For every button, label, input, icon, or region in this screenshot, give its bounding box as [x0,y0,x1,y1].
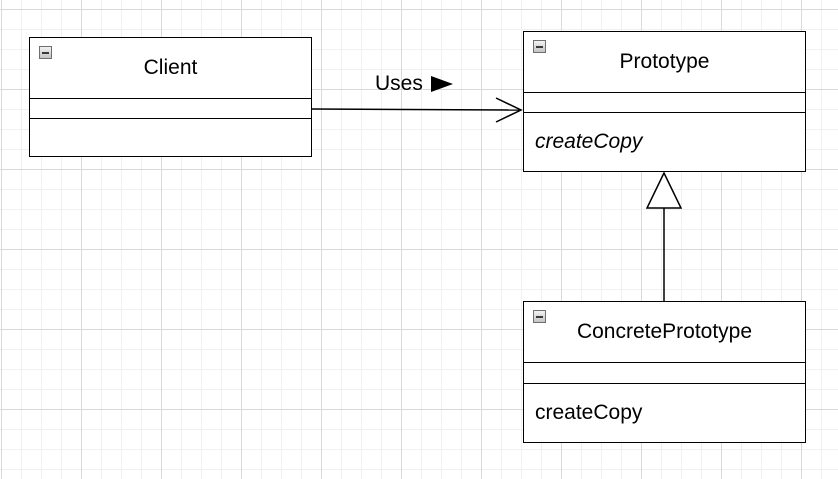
concrete-prototype-class[interactable]: ConcretePrototype createCopy [523,301,806,443]
collapse-minus-icon[interactable] [533,310,546,323]
open-arrowhead-icon [495,97,523,123]
concrete-prototype-class-header: ConcretePrototype [524,302,805,363]
generalization-connector[interactable] [645,171,683,301]
concrete-prototype-operations-compartment[interactable]: createCopy [524,384,805,441]
client-class[interactable]: Client [29,37,312,157]
prototype-class-name: Prototype [619,50,710,73]
concrete-prototype-operation-create-copy: createCopy [535,400,643,424]
collapse-minus-icon[interactable] [39,46,52,59]
client-class-header: Client [30,38,311,99]
uses-association-connector[interactable] [311,97,523,123]
prototype-operation-create-copy: createCopy [535,129,643,153]
client-class-name: Client [143,56,198,79]
prototype-class[interactable]: Prototype createCopy [523,31,806,172]
direction-triangle-icon [430,76,453,92]
client-attributes-compartment[interactable] [30,99,311,119]
collapse-minus-icon[interactable] [533,40,546,53]
hollow-triangle-icon [645,171,683,209]
concrete-prototype-attributes-compartment[interactable] [524,363,805,384]
concrete-prototype-class-name: ConcretePrototype [576,320,753,343]
uses-association-label[interactable]: Uses [375,72,453,96]
client-operations-compartment[interactable] [30,119,311,155]
uses-association-line [311,108,522,111]
prototype-attributes-compartment[interactable] [524,93,805,113]
prototype-class-header: Prototype [524,32,805,93]
uses-label-text: Uses [375,72,423,95]
prototype-operations-compartment[interactable]: createCopy [524,113,805,170]
